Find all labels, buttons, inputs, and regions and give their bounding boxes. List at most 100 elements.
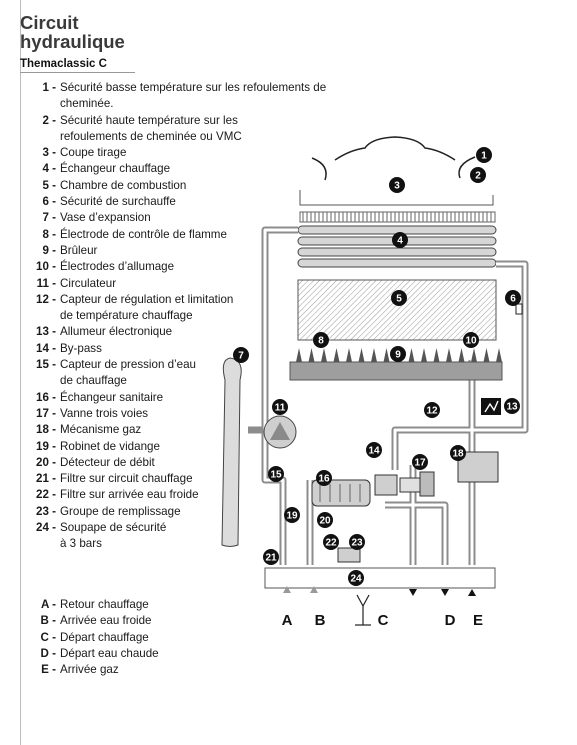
connection-item: E -Arrivée gaz [30,662,159,678]
connection-arrows [283,586,476,596]
marker-label: 3 [394,181,400,192]
marker-label: 12 [426,406,438,417]
legend-label: Électrodes d’allumage [60,260,175,274]
connection-label: Départ eau chaude [60,646,159,660]
legend-label-continuation: refoulements de cheminée ou VMC [60,129,242,143]
marker-6: 6 [505,290,521,306]
legend-label: Détecteur de débit [60,455,155,469]
connection-label: Départ chauffage [60,630,149,644]
legend-number: 10 - [36,260,56,274]
legend-item: 9 -Brûleur [30,243,326,259]
marker-label: 6 [510,294,516,305]
marker-11: 11 [272,399,288,415]
legend-item: 24 - Soupape de sécurité [30,520,326,536]
legend-item: 4 -Échangeur chauffage [30,161,326,177]
connection-item: B -Arrivée eau froide [30,613,159,629]
marker-label: 14 [368,446,380,457]
marker-22: 22 [323,534,339,550]
legend-number: 24 - [36,521,56,535]
marker-18: 18 [450,445,466,461]
page-title: Circuit hydraulique [20,13,125,51]
legend-item: 21 -Filtre sur circuit chauffage [30,471,326,487]
legend-number: 23 - [36,504,56,518]
legend-number: 19 - [36,439,56,453]
legend-label: By-pass [60,341,102,355]
connection-letter: B - [40,614,56,628]
legend-label: Chambre de combustion [60,178,187,192]
marker-label: 9 [395,350,401,361]
marker-label: 15 [270,470,282,481]
connection-letter-D: D [445,612,456,629]
legend-item-continuation: de température chauffage [30,308,326,324]
pump-icon [263,415,297,449]
legend-label-continuation: à 3 bars [60,537,102,551]
marker-label: 18 [452,449,464,460]
marker-15: 15 [268,466,284,482]
three-way-valve-icon [374,471,435,497]
marker-label: 16 [318,474,330,485]
legend-item: 7 -Vase d’expansion [30,210,326,226]
connection-item: C - Départ chauffage [30,630,159,646]
connection-label: Retour chauffage [60,598,149,611]
connection-letter: E - [41,663,56,677]
legend-item: 10 - Électrodes d’allumage [30,259,326,275]
legend-item: 3 -Coupe tirage [30,145,326,161]
legend-number: 21 - [36,472,56,486]
legend-number: 22 - [36,488,56,502]
legend-label: Vanne trois voies [60,406,149,420]
legend-label: Soupape de sécurité [60,521,167,535]
filling-group-icon [337,547,361,563]
legend-item: 22 - Filtre sur arrivée eau froide [30,487,326,503]
legend-label: Circulateur [60,276,117,290]
connection-item: A - Retour chauffage [30,597,159,613]
legend-item: 15 -Capteur de pression d’eau [30,357,326,373]
marker-label: 2 [475,171,481,182]
marker-10: 10 [463,332,479,348]
marker-17: 17 [412,454,428,470]
marker-23: 23 [349,534,365,550]
legend-item: 8 -Électrode de contrôle de flamme [30,227,326,243]
marker-14: 14 [366,442,382,458]
marker-9: 9 [390,346,406,362]
component-legend: 1 -Sécurité basse température sur les re… [30,80,326,553]
legend-label: Filtre sur arrivée eau froide [60,488,199,502]
legend-item: 11 -Circulateur [30,276,326,292]
igniter-icon [481,398,501,415]
legend-item-continuation: refoulements de cheminée ou VMC [30,129,326,145]
marker-8: 8 [313,332,329,348]
connection-letter: C - [40,630,56,644]
connection-letter: A - [40,598,56,611]
legend-label: Capteur de pression d’eau [60,358,196,372]
connection-letter-B: B [315,612,326,629]
legend-item: 17 -Vanne trois voies [30,406,326,422]
connection-letter-E: E [473,612,483,629]
legend-item: 16 -Échangeur sanitaire [30,390,326,406]
legend-item: 13 -Allumeur électronique [30,324,326,340]
legend-item-continuation: de chauffage [30,373,326,389]
legend-label-continuation: de température chauffage [60,309,193,323]
marker-2: 2 [470,167,486,183]
legend-number: 18 - [36,423,56,437]
marker-12: 12 [424,402,440,418]
legend-label: Sécurité haute température sur les [60,113,238,127]
connection-letter-A: A [282,612,293,629]
connection-letter-C: C [378,612,389,629]
marker-label: 8 [318,336,324,347]
marker-13: 13 [504,398,520,414]
marker-label: 11 [275,403,286,414]
legend-item: 20 -Détecteur de débit [30,455,326,471]
legend-label-continuation: cheminée. [60,97,114,111]
flue-hood-icon [299,136,494,206]
legend-label: Échangeur sanitaire [60,390,164,404]
legend-item: 18 -Mécanisme gaz [30,422,326,438]
legend-number: 14 - [36,341,56,355]
model-name: Themaclassic C [20,58,107,70]
connection-legend: A - Retour chauffage B -Arrivée eau froide… [30,597,159,678]
legend-item: 14 - By-pass [30,341,326,357]
legend-label: Brûleur [60,243,98,257]
marker-3: 3 [389,177,405,193]
legend-label: Capteur de régulation et limitation [60,292,234,306]
legend-item-continuation: à 3 bars [30,536,326,552]
